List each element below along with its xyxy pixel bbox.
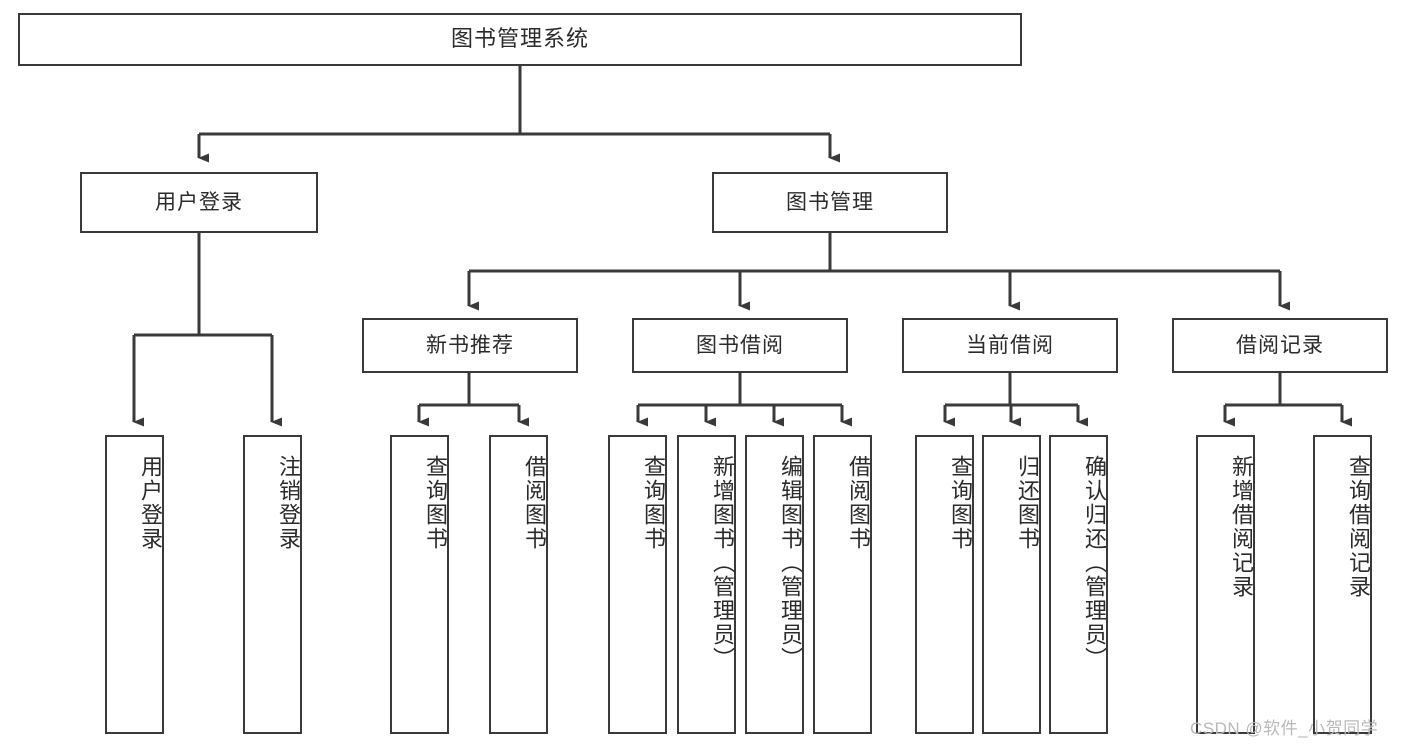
- node-current-borrow-label: 当前借阅: [966, 333, 1054, 357]
- node-leaf-query-book-1-label: 查询图书: [423, 455, 448, 551]
- watermark-text: CSDN @软件_小贺同学: [1190, 719, 1379, 738]
- node-leaf-query-record-label: 查询借阅记录: [1346, 455, 1371, 599]
- node-book-manage[interactable]: 图书管理: [712, 172, 948, 233]
- node-leaf-query-book-3-label: 查询图书: [948, 455, 973, 551]
- node-leaf-user-login-label: 用户登录: [138, 455, 163, 551]
- node-book-borrow-label: 图书借阅: [696, 333, 784, 357]
- node-leaf-add-book-label: 新增图书（管理员）: [710, 455, 735, 671]
- node-leaf-query-book-2[interactable]: 查询图书: [608, 435, 667, 734]
- node-leaf-add-record-label: 新增借阅记录: [1229, 455, 1254, 599]
- node-leaf-confirm-return[interactable]: 确认归还（管理员）: [1049, 435, 1108, 734]
- node-leaf-query-book-1[interactable]: 查询图书: [390, 435, 449, 734]
- node-borrow-record-label: 借阅记录: [1236, 333, 1324, 357]
- node-new-book-recommend-label: 新书推荐: [426, 333, 514, 357]
- node-leaf-edit-book-label: 编辑图书（管理员）: [778, 455, 803, 671]
- node-book-manage-label: 图书管理: [786, 190, 874, 214]
- node-leaf-borrow-book-1-label: 借阅图书: [522, 455, 547, 551]
- node-root-system[interactable]: 图书管理系统: [18, 13, 1022, 66]
- node-root-system-label: 图书管理系统: [450, 26, 589, 52]
- node-user-login-label: 用户登录: [155, 190, 243, 214]
- node-leaf-user-login[interactable]: 用户登录: [105, 435, 164, 734]
- node-user-login[interactable]: 用户登录: [80, 172, 318, 233]
- node-current-borrow[interactable]: 当前借阅: [902, 318, 1118, 373]
- node-leaf-edit-book[interactable]: 编辑图书（管理员）: [745, 435, 804, 734]
- node-leaf-query-book-2-label: 查询图书: [641, 455, 666, 551]
- node-leaf-return-book[interactable]: 归还图书: [982, 435, 1041, 734]
- node-leaf-add-book[interactable]: 新增图书（管理员）: [677, 435, 736, 734]
- node-leaf-confirm-return-label: 确认归还（管理员）: [1082, 455, 1107, 671]
- node-borrow-record[interactable]: 借阅记录: [1172, 318, 1388, 373]
- node-leaf-user-logout-label: 注销登录: [276, 455, 301, 551]
- node-leaf-borrow-book-1[interactable]: 借阅图书: [489, 435, 548, 734]
- node-leaf-borrow-book-2-label: 借阅图书: [846, 455, 871, 551]
- node-book-borrow[interactable]: 图书借阅: [632, 318, 848, 373]
- node-leaf-return-book-label: 归还图书: [1015, 455, 1040, 551]
- node-leaf-query-book-3[interactable]: 查询图书: [915, 435, 974, 734]
- node-leaf-add-record[interactable]: 新增借阅记录: [1196, 435, 1255, 734]
- node-leaf-query-record[interactable]: 查询借阅记录: [1313, 435, 1372, 734]
- node-leaf-user-logout[interactable]: 注销登录: [243, 435, 302, 734]
- node-leaf-borrow-book-2[interactable]: 借阅图书: [813, 435, 872, 734]
- node-new-book-recommend[interactable]: 新书推荐: [362, 318, 578, 373]
